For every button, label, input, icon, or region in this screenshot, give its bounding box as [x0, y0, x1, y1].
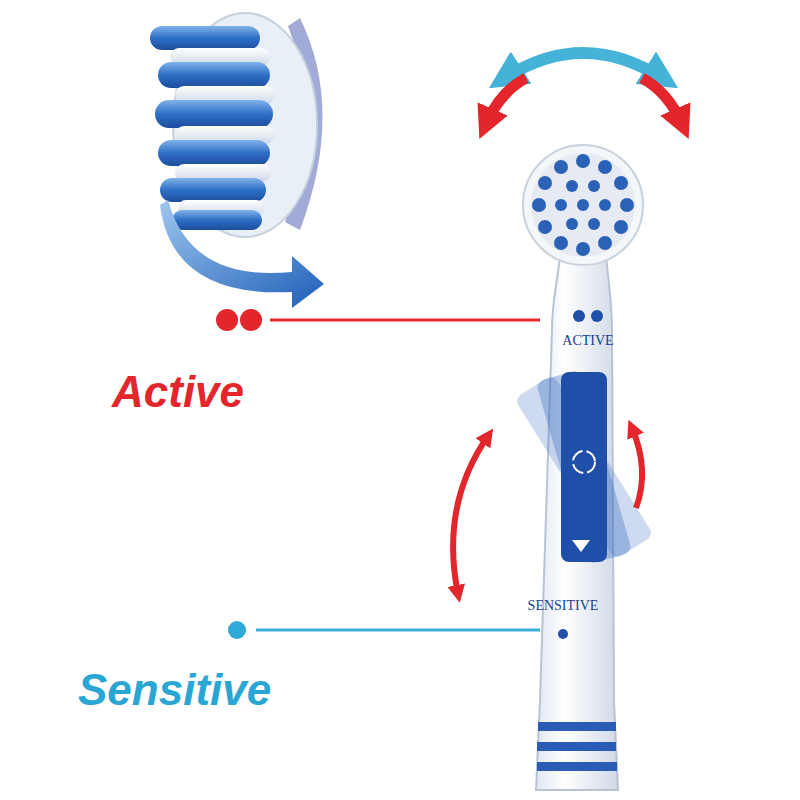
rotation-arrow: [453, 436, 488, 594]
zoomed-brush-head: [150, 13, 324, 308]
mode-dot: [228, 621, 246, 639]
mode-dot: [240, 309, 262, 331]
rotation-arrow: [486, 78, 526, 124]
mode-marking: ACTIVE: [562, 333, 613, 348]
mode-label: Sensitive: [78, 666, 271, 714]
mode-dot: [216, 309, 238, 331]
brush-handle: [536, 255, 618, 790]
oscillation-arrow: [505, 53, 662, 78]
mode-marking: SENSITIVE: [528, 598, 599, 613]
rotation-arrow: [632, 428, 642, 508]
leader-line: [270, 319, 540, 322]
mode-switch: [514, 369, 654, 564]
leader-line: [256, 629, 540, 632]
mode-label: Active: [112, 368, 244, 416]
rotation-arrow: [642, 78, 682, 124]
brush-head: [523, 145, 643, 265]
